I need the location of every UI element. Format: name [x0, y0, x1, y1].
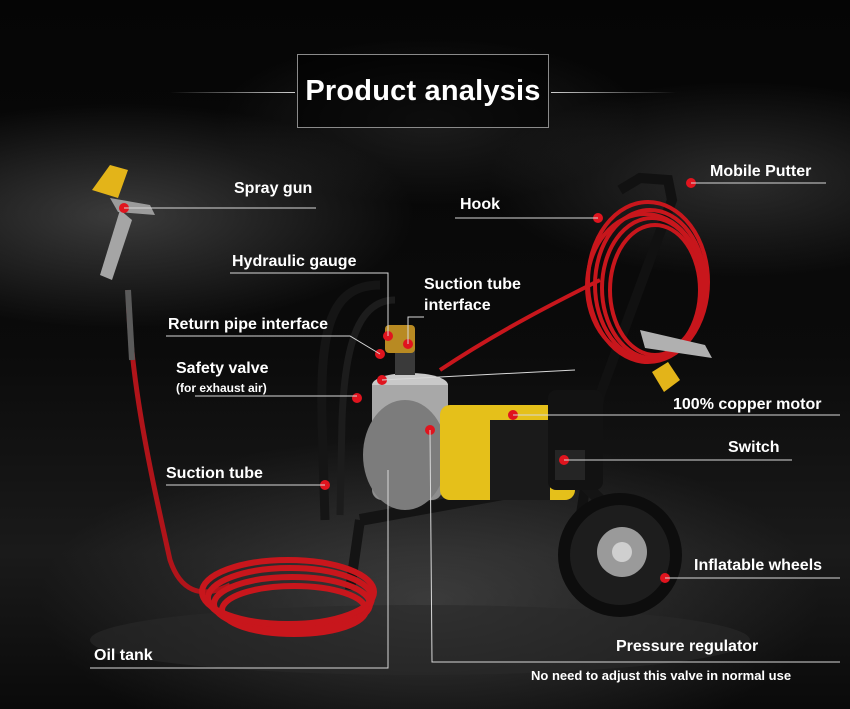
label-safety-valve-note: (for exhaust air) — [176, 381, 267, 395]
page-title: Product analysis — [305, 74, 541, 107]
label-suction-tube: Suction tube — [166, 465, 263, 482]
label-hydraulic-gauge: Hydraulic gauge — [232, 253, 357, 270]
label-suction-tube-interface-line1: Suction tube — [424, 276, 521, 293]
title-rule-right — [551, 92, 676, 93]
title-box: Product analysis — [297, 54, 549, 128]
title-rule-left — [170, 92, 295, 93]
label-safety-valve: Safety valve — [176, 360, 269, 377]
label-mobile-putter: Mobile Putter — [710, 163, 812, 180]
label-hook: Hook — [460, 196, 500, 213]
label-spray-gun: Spray gun — [234, 180, 313, 197]
label-copper-motor: 100% copper motor — [673, 396, 822, 413]
label-suction-tube-interface-line2: interface — [424, 297, 491, 314]
label-pressure-regulator: Pressure regulator — [616, 638, 759, 655]
label-inflatable-wheels: Inflatable wheels — [694, 557, 823, 574]
label-oil-tank: Oil tank — [94, 647, 153, 664]
label-switch: Switch — [728, 439, 780, 456]
label-regulator-note: No need to adjust this valve in normal u… — [531, 668, 792, 683]
label-return-pipe-interface: Return pipe interface — [168, 316, 329, 333]
